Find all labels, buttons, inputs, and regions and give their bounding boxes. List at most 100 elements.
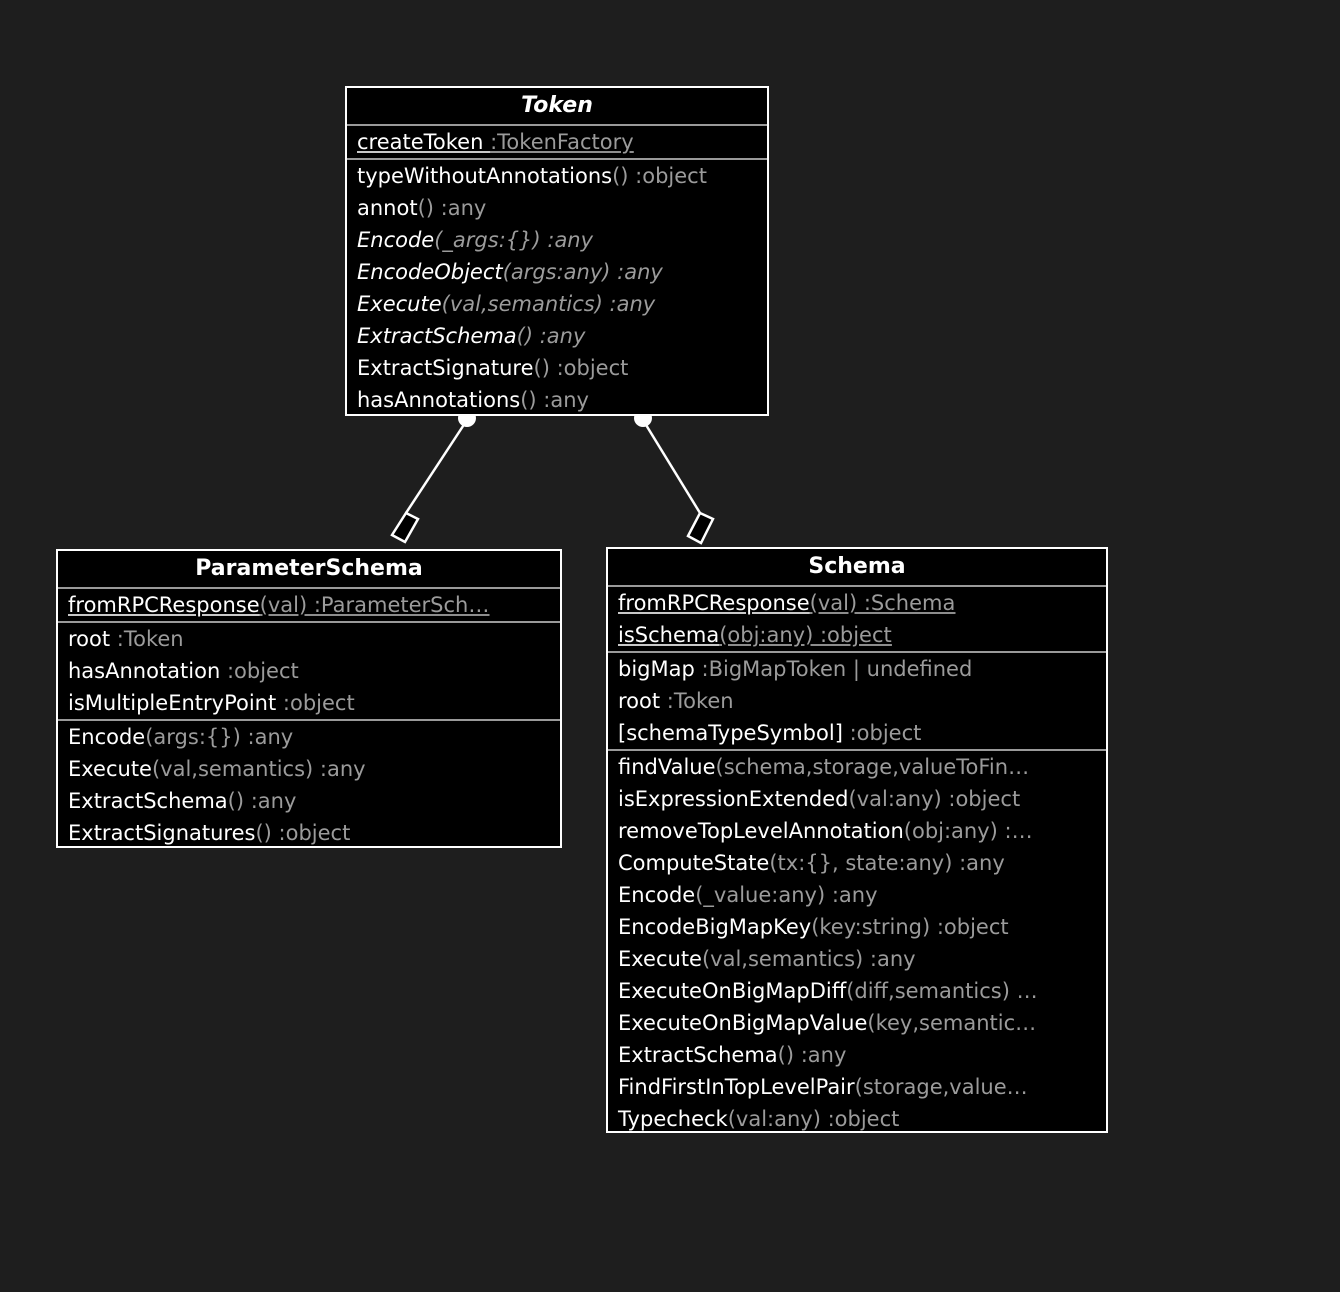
member-type: (val,semantics) :any xyxy=(151,757,366,781)
member-name: Execute xyxy=(618,947,702,971)
member-name: Encode xyxy=(68,725,146,749)
class-member[interactable]: ExtractSchema() :any xyxy=(347,320,767,352)
member-name: ExtractSignatures xyxy=(68,821,256,845)
class-member[interactable]: fromRPCResponse(val) :Schema xyxy=(608,587,1106,619)
class-member[interactable]: Encode(args:{}) :any xyxy=(58,721,560,753)
member-type: (args:{}) :any xyxy=(145,725,294,749)
class-member[interactable]: hasAnnotation :object xyxy=(58,655,560,687)
class-member[interactable]: ExtractSignatures() :object xyxy=(58,817,560,846)
member-type: () :any xyxy=(516,324,586,348)
member-type: (tx:{}, state:any) :any xyxy=(769,851,1005,875)
class-member[interactable]: root :Token xyxy=(58,623,560,655)
member-type: (obj:any) :object xyxy=(719,623,892,647)
member-type: :BigMapToken | undefined xyxy=(701,657,973,681)
class-box-token[interactable]: Token createToken :TokenFactory typeWith… xyxy=(345,86,769,416)
class-member[interactable]: Execute(val,semantics) :any xyxy=(608,943,1106,975)
class-member[interactable]: ExtractSchema() :any xyxy=(608,1039,1106,1071)
member-type: :Token xyxy=(116,627,184,651)
member-name: FindFirstInTopLevelPair xyxy=(618,1075,855,1099)
class-member[interactable]: Execute(val,semantics) :any xyxy=(58,753,560,785)
member-name: ExtractSchema xyxy=(357,324,517,348)
edge-token-parameterschema xyxy=(390,409,476,544)
class-member[interactable]: Encode(_value:any) :any xyxy=(608,879,1106,911)
member-type: () :any xyxy=(227,789,297,813)
edge-line xyxy=(641,419,702,514)
member-type: :object xyxy=(226,659,299,683)
class-member[interactable]: isMultipleEntryPoint :object xyxy=(58,687,560,719)
member-name: findValue xyxy=(618,755,716,779)
member-name: hasAnnotation xyxy=(68,659,227,683)
member-name: Execute xyxy=(357,292,442,316)
edge-line xyxy=(404,419,469,514)
class-member[interactable]: fromRPCResponse(val) :ParameterSch… xyxy=(58,589,560,621)
class-member[interactable]: ExtractSchema() :any xyxy=(58,785,560,817)
class-member[interactable]: FindFirstInTopLevelPair(storage,value… xyxy=(608,1071,1106,1103)
member-name: isExpressionExtended xyxy=(618,787,849,811)
class-member[interactable]: bigMap :BigMapToken | undefined xyxy=(608,653,1106,685)
member-name: typeWithoutAnnotations xyxy=(357,164,613,188)
member-type: () :any xyxy=(777,1043,847,1067)
class-statics-parameterschema: fromRPCResponse(val) :ParameterSch… xyxy=(58,587,560,621)
class-member[interactable]: createToken :TokenFactory xyxy=(347,126,767,158)
member-name: Typecheck xyxy=(618,1107,728,1131)
member-type: (storage,value… xyxy=(854,1075,1028,1099)
member-type: () :any xyxy=(417,196,487,220)
class-member[interactable]: ExecuteOnBigMapValue(key,semantic… xyxy=(608,1007,1106,1039)
class-member[interactable]: EncodeBigMapKey(key:string) :object xyxy=(608,911,1106,943)
class-box-parameterschema[interactable]: ParameterSchema fromRPCResponse(val) :Pa… xyxy=(56,549,562,848)
member-type: (args:any) :any xyxy=(502,260,663,284)
class-member[interactable]: findValue(schema,storage,valueToFin… xyxy=(608,751,1106,783)
class-member[interactable]: hasAnnotations() :any xyxy=(347,384,767,414)
member-type: (key,semantic… xyxy=(867,1011,1037,1035)
member-type: :TokenFactory xyxy=(490,130,634,154)
class-title-parameterschema: ParameterSchema xyxy=(195,556,423,581)
class-member[interactable]: typeWithoutAnnotations() :object xyxy=(347,160,767,192)
member-type: () :object xyxy=(255,821,351,845)
member-name: createToken xyxy=(357,130,491,154)
class-member[interactable]: ExtractSignature() :object xyxy=(347,352,767,384)
member-name: ExecuteOnBigMapValue xyxy=(618,1011,868,1035)
member-name: ExecuteOnBigMapDiff xyxy=(618,979,847,1003)
member-name: EncodeBigMapKey xyxy=(618,915,812,939)
member-name: root xyxy=(68,627,117,651)
class-member[interactable]: EncodeObject(args:any) :any xyxy=(347,256,767,288)
member-name: hasAnnotations xyxy=(357,388,521,412)
member-name: root xyxy=(618,689,667,713)
class-member[interactable]: ComputeState(tx:{}, state:any) :any xyxy=(608,847,1106,879)
class-member[interactable]: [schemaTypeSymbol] :object xyxy=(608,717,1106,749)
member-name: EncodeObject xyxy=(357,260,503,284)
edge-token-schema xyxy=(634,409,715,545)
member-type: (obj:any) :… xyxy=(903,819,1033,843)
member-type: (val:any) :object xyxy=(848,787,1021,811)
member-type: (val) :Schema xyxy=(809,591,956,615)
class-title-token: Token xyxy=(521,93,593,118)
class-member[interactable]: ExecuteOnBigMapDiff(diff,semantics) … xyxy=(608,975,1106,1007)
member-type: () :any xyxy=(520,388,589,412)
member-type: (schema,storage,valueToFin… xyxy=(715,755,1030,779)
member-name: Encode xyxy=(618,883,696,907)
member-type: (diff,semantics) … xyxy=(846,979,1038,1003)
class-member[interactable]: removeTopLevelAnnotation(obj:any) :… xyxy=(608,815,1106,847)
class-member[interactable]: Execute(val,semantics) :any xyxy=(347,288,767,320)
member-type: :Token xyxy=(666,689,734,713)
member-name: fromRPCResponse xyxy=(68,593,260,617)
open-diamond-marker xyxy=(390,511,420,544)
member-type: (val,semantics) :any xyxy=(701,947,916,971)
member-type: (_args:{}) :any xyxy=(434,228,594,252)
member-name: fromRPCResponse xyxy=(618,591,810,615)
class-member[interactable]: isSchema(obj:any) :object xyxy=(608,619,1106,651)
member-name: [schemaTypeSymbol] xyxy=(618,721,850,745)
member-name: bigMap xyxy=(618,657,702,681)
member-type: (val:any) :object xyxy=(727,1107,900,1131)
class-member[interactable]: annot() :any xyxy=(347,192,767,224)
class-member[interactable]: Typecheck(val:any) :object xyxy=(608,1103,1106,1131)
class-member[interactable]: root :Token xyxy=(608,685,1106,717)
class-member[interactable]: Encode(_args:{}) :any xyxy=(347,224,767,256)
member-name: ExtractSignature xyxy=(357,356,534,380)
class-member[interactable]: isExpressionExtended(val:any) :object xyxy=(608,783,1106,815)
